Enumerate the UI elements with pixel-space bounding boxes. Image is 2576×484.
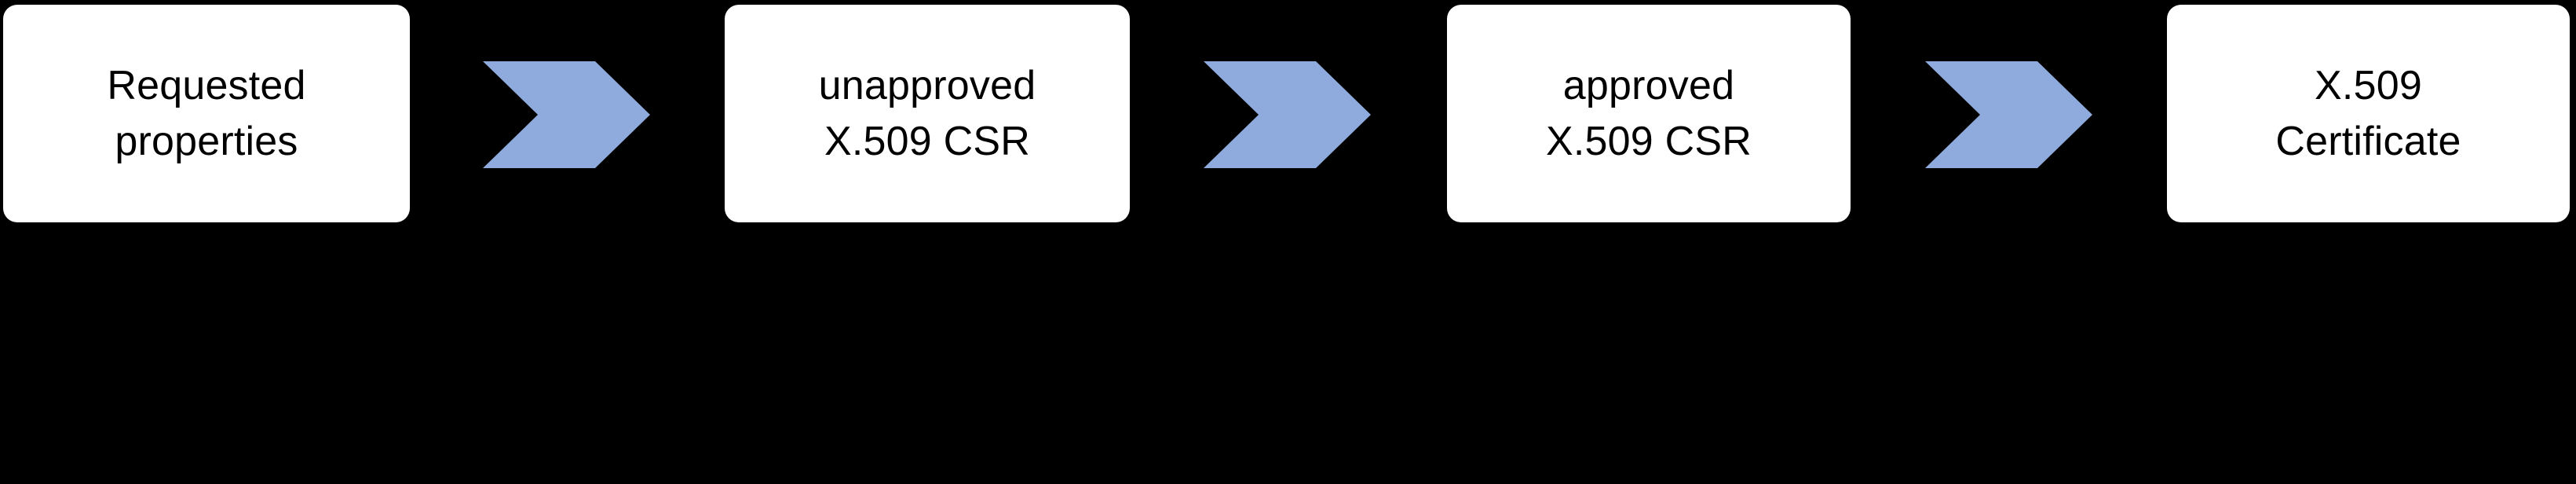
chevron-right-icon-shape [1925,61,2092,168]
node-label-line1: approved [1562,62,1735,108]
chevron-right-icon-shape [483,61,650,168]
node-label-line2: X.509 CSR [824,118,1030,164]
process-node-requested-properties[interactable]: Requested properties [3,5,410,222]
process-node-unapproved-csr[interactable]: unapproved X.509 CSR [725,5,1130,222]
process-node-x509-certificate[interactable]: X.509 Certificate [2167,5,2570,222]
node-label-line1: unapproved [818,62,1036,108]
node-label-line2: Certificate [2275,118,2461,164]
node-label-line1: Requested [107,62,306,108]
chevron-right-icon [1204,61,1371,168]
process-node-approved-csr[interactable]: approved X.509 CSR [1447,5,1851,222]
node-label-line1: X.509 [2315,62,2422,108]
node-label-line2: properties [115,118,298,164]
node-label-line2: X.509 CSR [1546,118,1752,164]
chevron-right-icon [483,61,650,168]
chevron-right-icon [1925,61,2092,168]
chevron-right-icon-shape [1204,61,1371,168]
